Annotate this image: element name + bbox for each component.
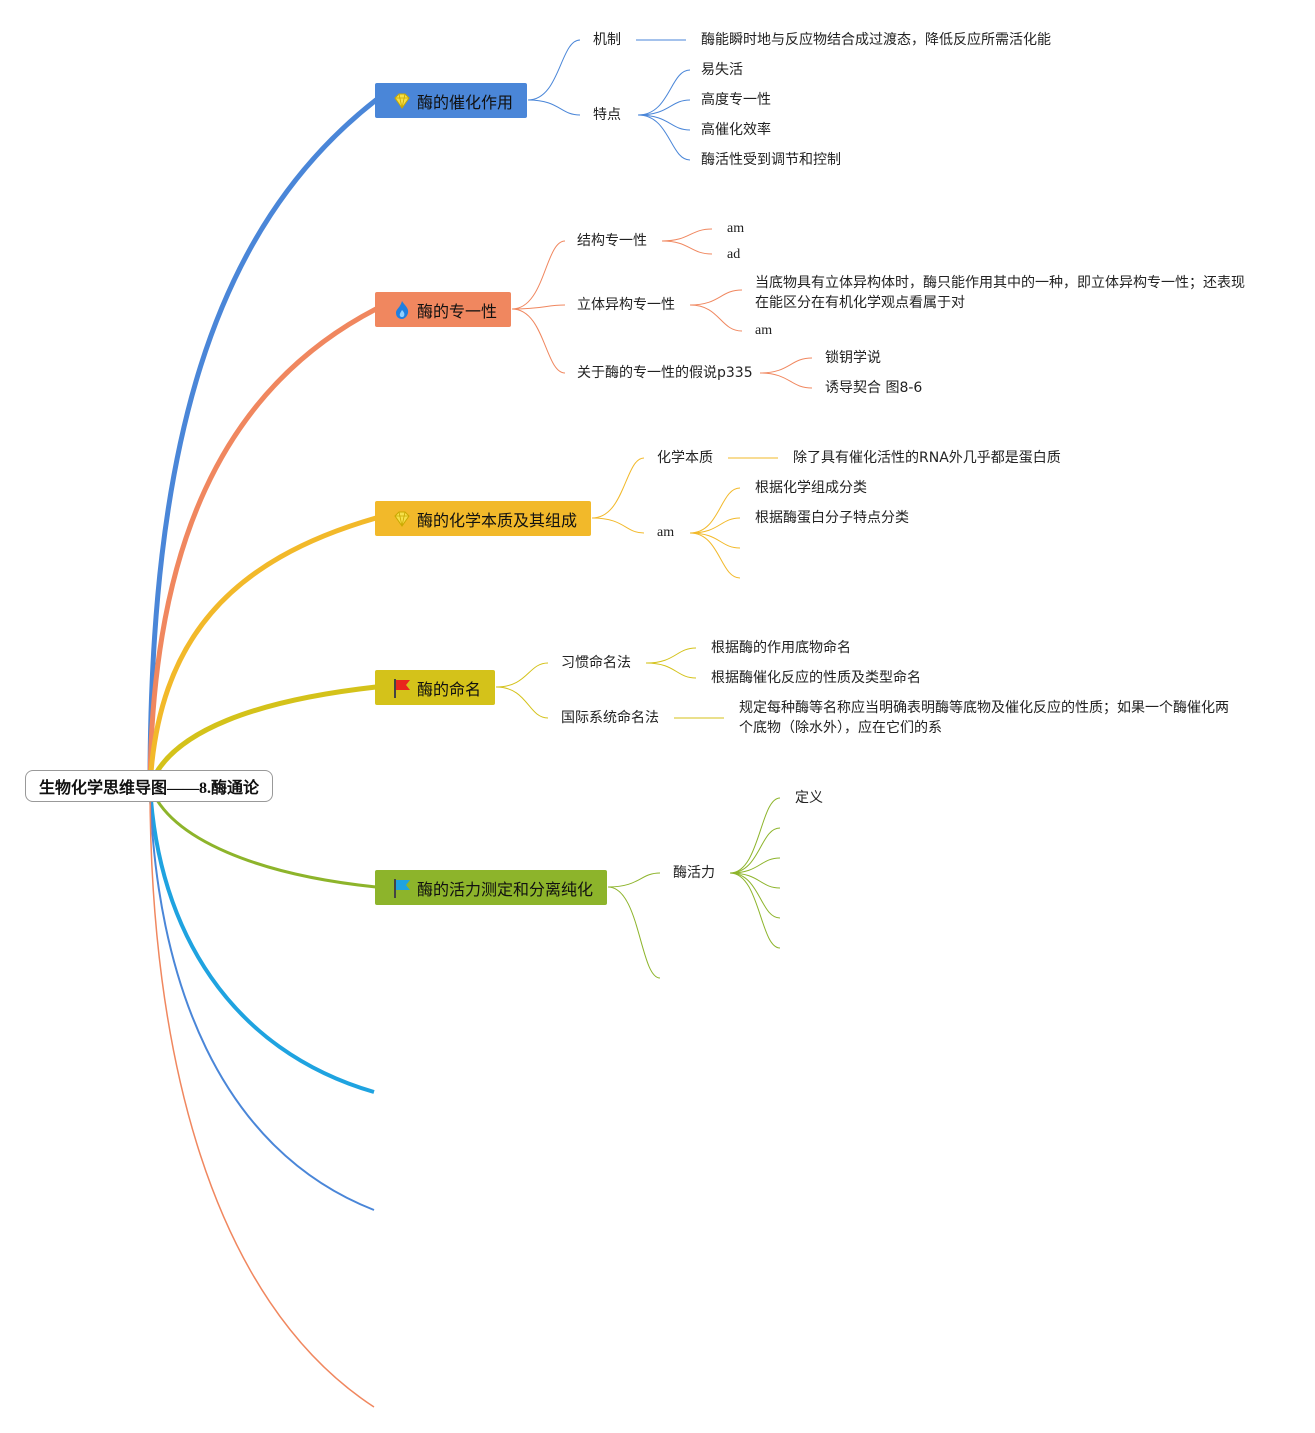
topic-chemical-nature[interactable]: 酶的化学本质及其组成: [375, 501, 592, 536]
subtopic-hypothesis[interactable]: 关于酶的专一性的假说p335: [577, 365, 753, 381]
leaf-essence-detail[interactable]: 除了具有催化活性的RNA外几乎都是蛋白质: [793, 450, 1061, 466]
branch-line-8: [149, 785, 375, 1408]
leaf-feature[interactable]: 易失活: [701, 62, 743, 78]
branch-line-6: [148, 785, 375, 1094]
subtopic-systematic-naming[interactable]: 国际系统命名法: [561, 710, 659, 726]
subtopic-placeholder[interactable]: am: [657, 525, 675, 540]
branch-line-4: [147, 684, 379, 789]
root-topic[interactable]: 生物化学思维导图——8.酶通论: [25, 770, 273, 802]
leaf-feature[interactable]: 酶活性受到调节和控制: [701, 152, 841, 168]
blue-flag-icon: [391, 877, 413, 899]
subtopic-structural-specificity[interactable]: 结构专一性: [577, 233, 647, 249]
branch-line-3: [147, 515, 379, 789]
leaf-naming-rule[interactable]: 根据酶催化反应的性质及类型命名: [711, 670, 921, 686]
diamond-icon: [391, 508, 413, 530]
branch-line-2: [147, 306, 379, 789]
topic-label: 酶的命名: [417, 679, 482, 699]
topic-activity[interactable]: 酶的活力测定和分离纯化: [375, 870, 608, 905]
leaf-placeholder[interactable]: am: [755, 323, 773, 338]
leaf-classification[interactable]: 根据酶蛋白分子特点分类: [755, 510, 909, 526]
leaf-lock-key[interactable]: 锁钥学说: [825, 350, 881, 366]
leaf-feature[interactable]: 高度专一性: [701, 92, 771, 108]
topic-label: 酶的专一性: [417, 301, 498, 321]
diamond-icon: [391, 90, 413, 112]
subtopic-enzyme-activity[interactable]: 酶活力: [673, 865, 715, 881]
leaf-placeholder[interactable]: ad: [727, 247, 741, 262]
branch-line-1: [147, 97, 379, 789]
leaf-definition[interactable]: 定义: [795, 790, 823, 806]
leaf-induced-fit[interactable]: 诱导契合 图8-6: [825, 380, 923, 396]
leaf-stereo-detail[interactable]: 当底物具有立体异构体时，酶只能作用其中的一种，即立体异构专一性；还表现在能区分在…: [755, 275, 1245, 311]
leaf-mechanism-detail[interactable]: 酶能瞬时地与反应物结合成过渡态，降低反应所需活化能: [701, 32, 1051, 48]
topic-catalysis[interactable]: 酶的催化作用: [375, 83, 528, 118]
leaf-naming-rule[interactable]: 根据酶的作用底物命名: [711, 640, 851, 656]
topic-label: 酶的化学本质及其组成: [417, 510, 578, 530]
subtopic-mechanism[interactable]: 机制: [593, 32, 621, 48]
subtopic-features[interactable]: 特点: [593, 107, 621, 123]
red-flag-icon: [391, 677, 413, 699]
subtopic-common-naming[interactable]: 习惯命名法: [561, 655, 631, 671]
topic-specificity[interactable]: 酶的专一性: [375, 292, 512, 327]
leaf-systematic-detail[interactable]: 规定每种酶等名称应当明确表明酶等底物及催化反应的性质；如果一个酶催化两个底物（除…: [739, 700, 1229, 736]
branch-line-5: [148, 784, 378, 889]
topic-label: 酶的活力测定和分离纯化: [417, 879, 594, 899]
subtopic-chemical-essence[interactable]: 化学本质: [657, 450, 713, 466]
flame-icon: [391, 299, 413, 321]
leaf-placeholder[interactable]: am: [727, 221, 745, 236]
subtopic-stereo-specificity[interactable]: 立体异构专一性: [577, 297, 675, 313]
branch-line-7: [149, 785, 375, 1211]
leaf-feature[interactable]: 高催化效率: [701, 122, 771, 138]
leaf-classification[interactable]: 根据化学组成分类: [755, 480, 867, 496]
topic-naming[interactable]: 酶的命名: [375, 670, 496, 705]
topic-label: 酶的催化作用: [417, 92, 514, 112]
